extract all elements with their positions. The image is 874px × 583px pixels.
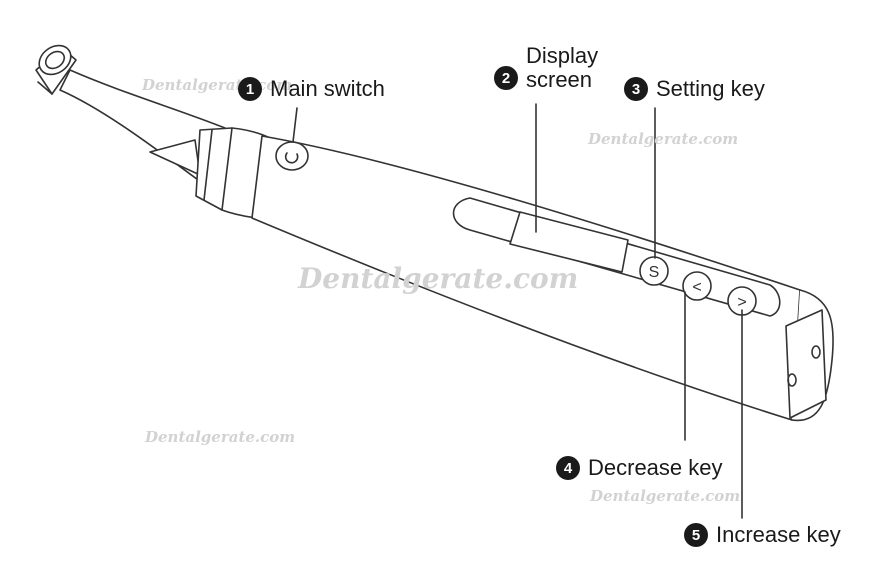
number-badge: 1 (238, 77, 262, 101)
number-badge: 4 (556, 456, 580, 480)
watermark: Dentalgerate.com (590, 487, 741, 505)
watermark: Dentalgerate.com (145, 428, 296, 446)
callout-setting-key: 3 Setting key (624, 76, 765, 102)
callout-label-line2: screen (526, 67, 593, 92)
setting-key-glyph: S (649, 264, 660, 281)
decrease-key-button[interactable] (682, 271, 712, 301)
rear-hole-2 (787, 373, 797, 387)
watermark: Dentalgerate.com (588, 130, 739, 148)
callout-label: Main switch (270, 76, 385, 101)
callout-label: Setting key (656, 76, 765, 101)
callout-increase-key: 5 Increase key (684, 522, 841, 548)
callout-main-switch: 1 Main switch (238, 76, 385, 102)
leader-main-switch (292, 107, 298, 143)
main-switch-button[interactable] (275, 141, 309, 171)
display-screen (509, 211, 629, 273)
connector-ring (195, 127, 233, 211)
increase-key-glyph: > (737, 294, 746, 311)
number-badge: 5 (684, 523, 708, 547)
setting-key-button[interactable] (639, 256, 669, 286)
number-badge: 3 (624, 77, 648, 101)
watermark: Dentalgerate.com (298, 262, 579, 295)
rear-hole-1 (811, 345, 821, 359)
callout-label: Decrease key (588, 455, 723, 480)
callout-label: Increase key (716, 522, 841, 547)
number-badge: 2 (494, 66, 518, 90)
handpiece-head (35, 44, 77, 95)
callout-decrease-key: 4 Decrease key (556, 455, 723, 481)
decrease-key-glyph: < (692, 279, 701, 296)
callout-label-line1: Display (526, 43, 599, 68)
callout-display-screen: 2 Display screen (494, 44, 598, 92)
